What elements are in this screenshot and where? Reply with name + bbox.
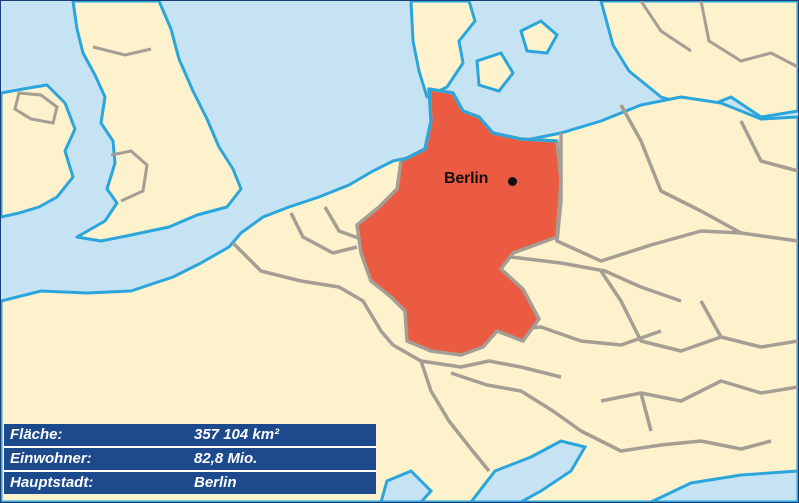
norway-sweden-border [699, 1, 798, 69]
danish-island-2 [519, 19, 559, 55]
fact-value-population: 82,8 Mio. [194, 450, 258, 467]
fact-label-population: Einwohner: [10, 450, 92, 467]
adriatic-sea [469, 439, 588, 502]
great-britain [71, 1, 243, 243]
scandinavia-border [639, 1, 692, 53]
danish-island [475, 51, 515, 93]
fact-row-area: Fläche: 357 104 km² [4, 424, 376, 446]
northern-ireland-border [13, 91, 59, 125]
fact-label-capital: Hauptstadt: [10, 474, 94, 491]
ireland [1, 83, 77, 219]
denmark [409, 1, 477, 99]
country-facts-box: Fläche: 357 104 km² Einwohner: 82,8 Mio.… [4, 424, 376, 494]
uk-internal-borders [92, 45, 152, 203]
fact-row-population: Einwohner: 82,8 Mio. [4, 448, 376, 470]
fact-row-capital: Hauptstadt: Berlin [4, 472, 376, 494]
fact-label-area: Fläche: [10, 426, 63, 443]
berlin-label: Berlin [444, 170, 489, 187]
berlin-dot-icon [508, 177, 517, 186]
germany-coast [400, 87, 558, 163]
ligurian-sea [379, 469, 434, 502]
fact-value-area: 357 104 km² [194, 426, 280, 443]
fact-value-capital: Berlin [194, 474, 237, 491]
black-sea-edge [650, 469, 798, 502]
